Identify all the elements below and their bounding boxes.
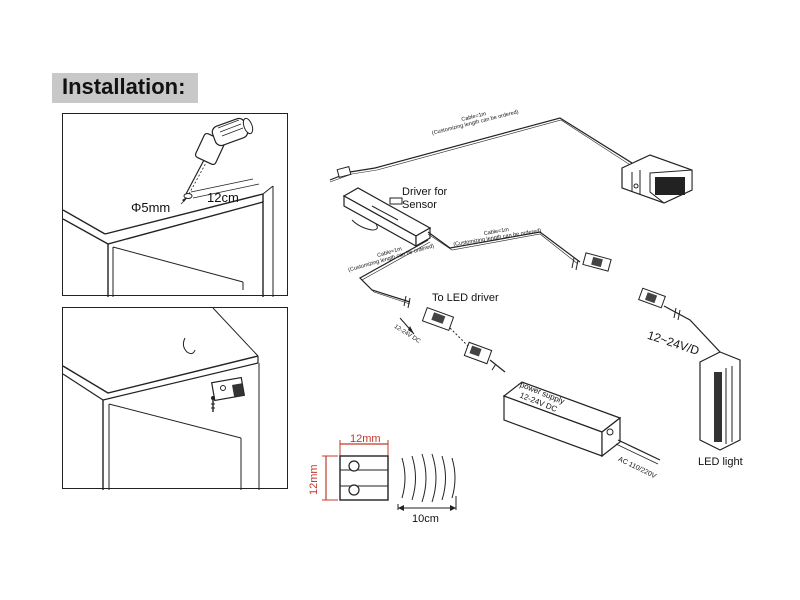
installation-panel-mount [62,307,288,490]
led-connector-mid [582,252,612,272]
sensor-width-label: 12mm [350,433,381,445]
sensor-cable-connector [336,165,352,179]
sensor-height-label: 12mm [308,464,320,495]
installation-panel-drill: Φ5mm 12cm [62,113,288,297]
distance-label: 12cm [207,190,239,205]
led-light-bar [699,351,741,451]
driver-label: Driver for Sensor [402,186,447,212]
sensor-range-label: 10cm [412,513,439,525]
led-light-label: LED light [698,456,743,468]
to-led-driver-label: To LED driver [432,292,499,304]
sensor-module-icon [621,154,693,204]
sensor-driver-box [342,187,432,248]
dc-connector-pair [421,306,493,365]
sensor-dimension-drawing [322,440,457,511]
hole-diameter-label: Φ5mm [131,200,171,215]
power-supply-box [502,381,622,458]
drill-icon [194,117,254,166]
sensor-unit-icon [210,376,246,412]
page-title: Installation: [62,74,186,99]
led-connector-right [638,287,666,309]
mount-illustration [63,308,260,490]
drill-hole-marker [183,193,193,199]
driver-label-line1: Driver for [402,186,448,198]
sensor-cable [329,117,641,181]
header-bar [52,73,198,103]
drill-illustration [63,117,274,297]
driver-label-line2: Sensor [402,199,437,211]
